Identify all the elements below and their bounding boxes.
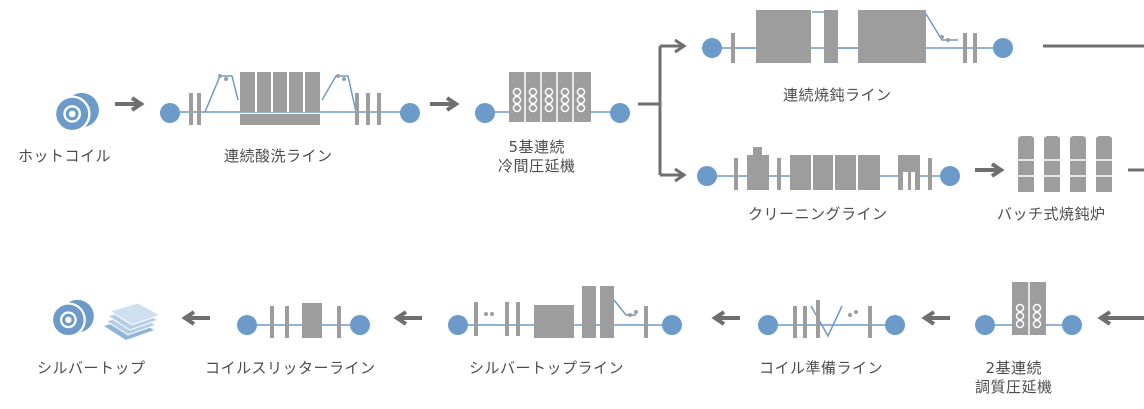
- step-label-coil-slitter: コイルスリッターライン: [205, 359, 376, 377]
- arrow-right-icon: [975, 162, 1005, 178]
- roll-icon: [160, 103, 180, 123]
- arrow-left-icon: [921, 310, 950, 326]
- step-label-silver-top-line: シルバートップライン: [469, 359, 625, 377]
- step-label-batch-annealing: バッチ式焼鈍炉: [997, 205, 1106, 223]
- batch-annealing-furnace-icon: [1018, 136, 1112, 192]
- split-arrow-icon: [638, 38, 687, 183]
- step-label-hot-coil: ホットコイル: [18, 147, 112, 165]
- arrow-right-icon: [430, 96, 460, 112]
- coil-prep-line-icon: [758, 300, 905, 338]
- step-label-cold-mill: 5基連続 冷間圧延機: [498, 138, 576, 176]
- arrow-left-icon: [711, 310, 740, 326]
- step-label-continuous-annealing: 連続焼鈍ライン: [783, 86, 892, 104]
- step-label-cold-mill-line1: 5基連続: [508, 138, 566, 156]
- arrow-right-icon: [115, 96, 145, 112]
- coil-icon: [53, 91, 100, 133]
- rolling-mill-icon: [475, 72, 630, 123]
- step-label-temper-mill: 2基連続 調質圧延機: [975, 359, 1053, 397]
- silver-top-line-icon: [448, 286, 682, 338]
- step-label-cleaning: クリーニングライン: [748, 205, 888, 223]
- step-label-pickling: 連続酸洗ライン: [224, 147, 333, 165]
- step-label-cold-mill-line2: 冷間圧延機: [498, 157, 576, 175]
- step-label-coil-prep: コイル準備ライン: [759, 359, 884, 377]
- pickling-line-icon: [160, 72, 420, 125]
- coil-icon: [50, 298, 95, 338]
- coil-slitter-line-icon: [237, 303, 370, 338]
- step-label-temper-mill-line1: 2基連続: [985, 359, 1043, 377]
- furnace-icon: [858, 10, 926, 63]
- step-label-silver-top: シルバートップ: [37, 359, 146, 377]
- furnace-icon: [240, 72, 320, 112]
- cleaning-line-icon: [697, 147, 960, 190]
- arrow-left-icon: [181, 310, 210, 326]
- arrow-left-icon: [1097, 310, 1144, 326]
- continuous-annealing-line-icon: [702, 10, 1013, 63]
- temper-mill-icon: [975, 282, 1082, 335]
- sheet-stack-icon: [104, 302, 162, 340]
- arrow-left-icon: [393, 310, 422, 326]
- step-label-temper-mill-line2: 調質圧延機: [975, 378, 1053, 396]
